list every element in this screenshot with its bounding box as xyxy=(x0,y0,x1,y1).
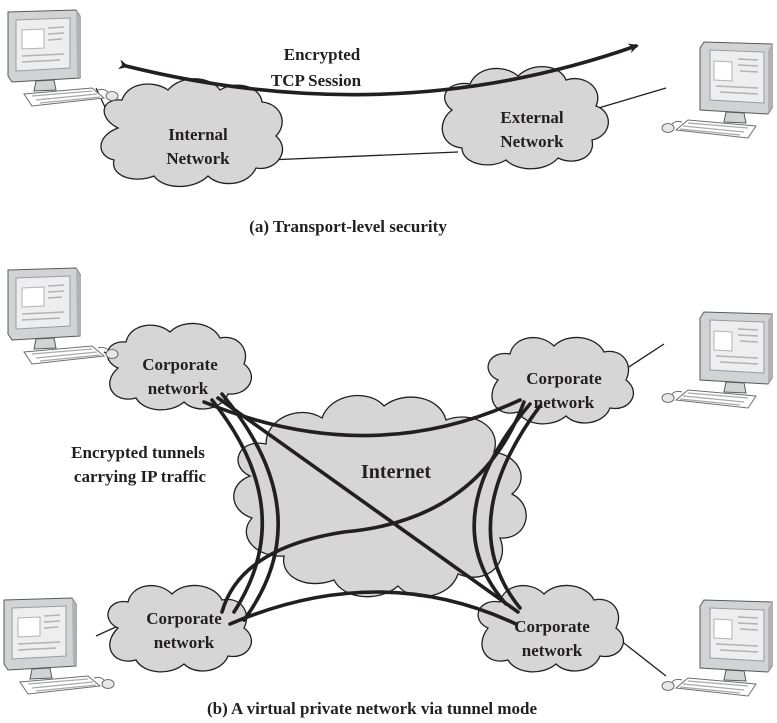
corp-bottom-left-label-line1: Corporate xyxy=(146,609,222,628)
corporate-network-cloud-top-left xyxy=(106,322,252,411)
internal-cloud-label-line2: Network xyxy=(166,149,230,168)
corp-top-left-label-line2: network xyxy=(148,379,209,398)
link-pc-corp-bottom-left xyxy=(95,625,119,637)
external-cloud-label-line1: External xyxy=(500,108,564,127)
link-corp-bottom-right-pc xyxy=(619,639,667,677)
corp-top-left-label-line1: Corporate xyxy=(142,355,218,374)
corp-top-right-label-line1: Corporate xyxy=(526,369,602,388)
encrypted-tunnels xyxy=(202,392,542,626)
desktop-computer-icon xyxy=(661,599,773,697)
external-cloud-label-line2: Network xyxy=(500,132,564,151)
internet-label: Internet xyxy=(361,461,431,483)
tunnel-top-right-bottom-right-a xyxy=(472,402,532,606)
panel-b: Internet Corporate network Corporate net… xyxy=(3,267,773,718)
session-label-line2: TCP Session xyxy=(271,71,362,90)
tunnel-top-left-bottom-right xyxy=(216,396,520,614)
internet-cloud xyxy=(233,394,527,598)
desktop-computer-icon xyxy=(661,311,773,409)
tunnel-top-left-bottom-left-b xyxy=(220,392,280,622)
desktop-computer-icon xyxy=(7,9,119,107)
tunnels-label-line1: Encrypted tunnels xyxy=(71,443,205,462)
panel-a-caption: (a) Transport-level security xyxy=(249,217,447,236)
corp-bottom-right-label-line1: Corporate xyxy=(514,617,590,636)
link-internal-external xyxy=(267,151,459,161)
corp-bottom-right-label-line2: network xyxy=(522,641,583,660)
corp-bottom-left-label-line2: network xyxy=(154,633,215,652)
desktop-computer-icon xyxy=(661,41,773,139)
corporate-network-cloud-bottom-left xyxy=(107,584,252,673)
desktop-computer-icon xyxy=(7,267,119,365)
desktop-computer-icon xyxy=(3,597,115,695)
internal-network-cloud xyxy=(100,78,284,188)
session-label-line1: Encrypted xyxy=(284,45,361,64)
tunnel-bottom-left-bottom-right xyxy=(228,590,518,626)
corporate-network-cloud-bottom-right xyxy=(477,584,624,673)
panel-b-caption: (b) A virtual private network via tunnel… xyxy=(207,699,538,718)
encrypted-session-arrow xyxy=(118,43,639,97)
internal-cloud-label-line1: Internal xyxy=(168,125,228,144)
tunnels-label-line2: carrying IP traffic xyxy=(74,467,207,486)
panel-a: Internal Network External Network Encryp… xyxy=(7,9,773,236)
tunnel-top-right-bottom-right-b xyxy=(488,404,542,610)
corp-top-right-label-line2: network xyxy=(534,393,595,412)
tunnel-top-left-bottom-left-a xyxy=(210,398,265,614)
